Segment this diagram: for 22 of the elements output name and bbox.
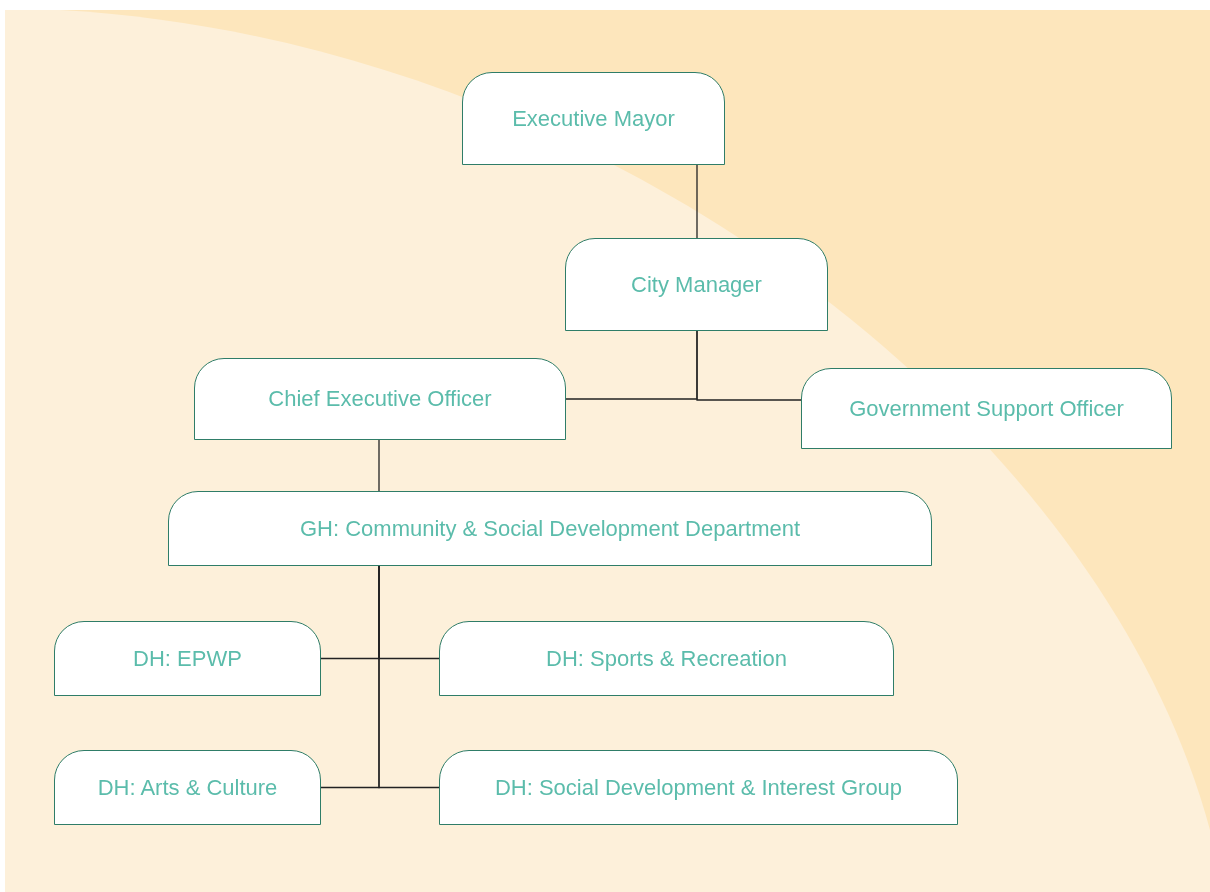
org-box <box>194 358 566 440</box>
connector-line <box>378 565 440 789</box>
role-title: DH: Social Development & Interest Group <box>494 774 903 801</box>
org-box <box>801 368 1172 449</box>
org-box <box>168 491 932 566</box>
org-box <box>439 621 894 696</box>
role-title: GH: Community & Social Development Department <box>299 515 801 542</box>
org-box <box>54 621 321 696</box>
role-title: DH: Arts & Culture <box>97 774 278 801</box>
connector-line <box>696 164 698 239</box>
role-title: DH: EPWP <box>133 645 242 672</box>
org-box <box>439 750 958 825</box>
role-title: Government Support Officer <box>849 395 1124 422</box>
role-title: Executive Mayor <box>512 105 675 132</box>
role-title: DH: Sports & Recreation <box>546 645 787 672</box>
org-box <box>462 72 725 165</box>
connector-line <box>696 330 802 401</box>
role-title: City Manager <box>631 271 762 298</box>
connector-line <box>378 439 380 492</box>
org-box <box>54 750 321 825</box>
role-title: Chief Executive Officer <box>268 386 492 412</box>
org-box <box>565 238 828 331</box>
